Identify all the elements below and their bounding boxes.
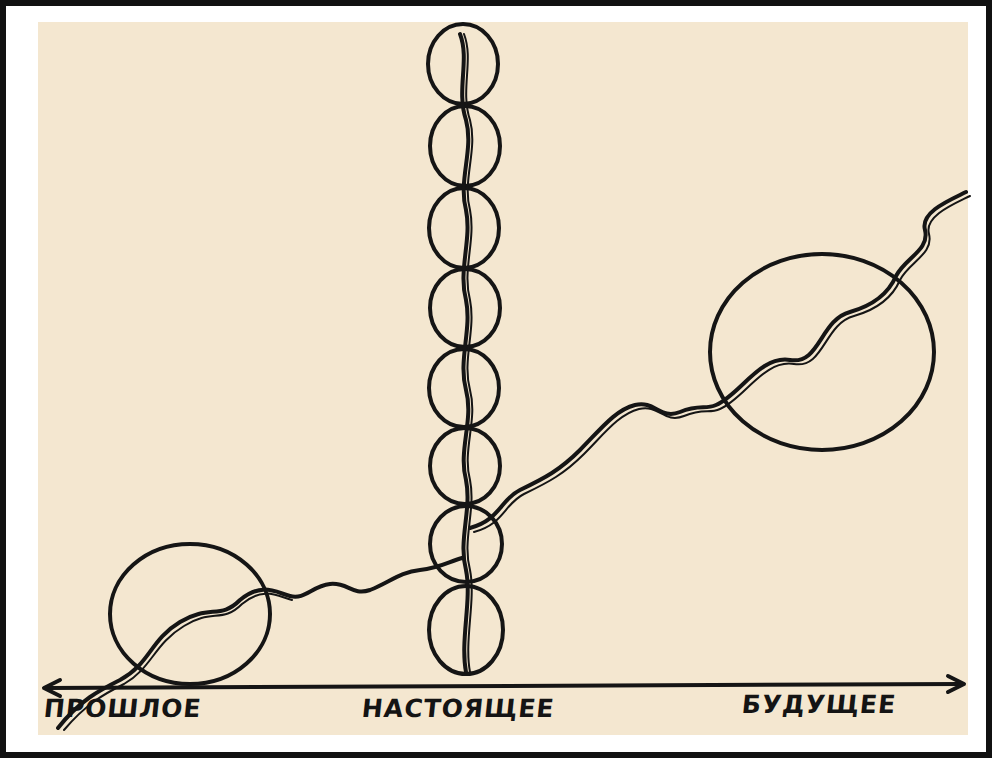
stack-thread (460, 34, 468, 672)
axis-arrowhead (948, 676, 964, 692)
future-circle (710, 254, 934, 450)
axis-label: НАСТОЯЩЕЕ (360, 694, 556, 723)
axis-label: БУДУЩЕЕ (740, 690, 897, 719)
axis-arrowhead (44, 680, 60, 696)
axis-label: ПРОШЛОЕ (42, 694, 203, 723)
past-circle (110, 544, 270, 684)
circle-stack (428, 24, 503, 674)
life-thread (474, 196, 970, 532)
outer-frame (3, 3, 989, 755)
stack-thread (464, 34, 472, 672)
life-thread (470, 192, 966, 528)
paper-background (38, 22, 968, 735)
